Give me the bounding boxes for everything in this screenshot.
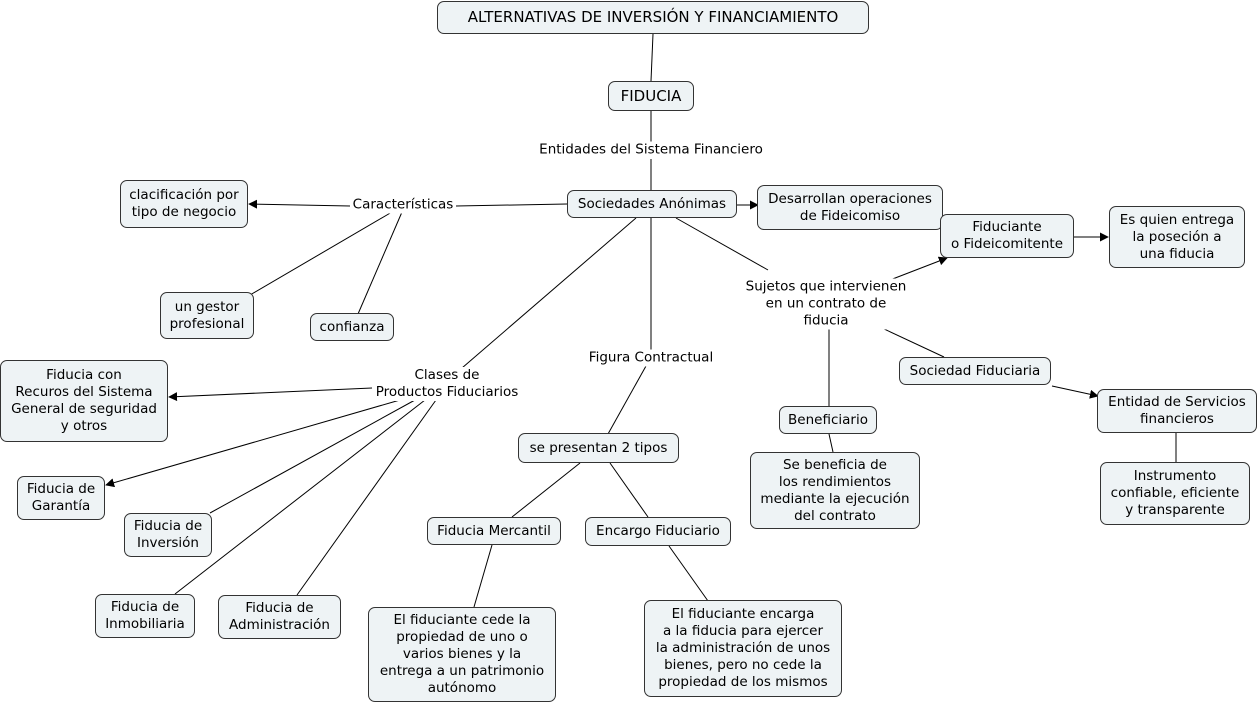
beneficiario-node[interactable]: Beneficiario xyxy=(779,406,877,434)
gestor-node[interactable]: un gestor profesional xyxy=(160,292,254,339)
label-entidades: Entidades del Sistema Financiero xyxy=(537,141,765,159)
label-sujetos: Sujetos que intervienen en un contrato d… xyxy=(743,278,909,330)
sociedades-node[interactable]: Sociedades Anónimas xyxy=(567,190,737,218)
label-figura: Figura Contractual xyxy=(586,349,716,367)
link-title-fiducia xyxy=(650,33,654,82)
presentan-node[interactable]: se presentan 2 tipos xyxy=(518,433,679,463)
desarrollan-node[interactable]: Desarrollan operaciones de Fideicomiso xyxy=(757,185,943,230)
link-clases-inmobiliaria xyxy=(174,399,426,595)
link-caracteristicas-gestor xyxy=(249,211,393,296)
fiducia-mercantil-node[interactable]: Fiducia Mercantil xyxy=(427,517,561,545)
sociedad-fiduciaria-node[interactable]: Sociedad Fiduciaria xyxy=(899,357,1051,385)
link-sociedades-caracteristicas xyxy=(455,203,568,207)
link-beneficiario-beneficia xyxy=(828,433,834,453)
entidad-servicios-node[interactable]: Entidad de Servicios financieros xyxy=(1097,389,1257,433)
link-presentan-mercantil xyxy=(511,462,581,518)
recursos-node[interactable]: Fiducia con Recuros del Sistema General … xyxy=(0,360,168,442)
garantia-node[interactable]: Fiducia de Garantía xyxy=(17,476,105,520)
link-socfiduciaria-entidad xyxy=(1051,385,1099,399)
link-sujetos-fiduciante xyxy=(889,256,948,281)
link-sujetos-socfiduciaria xyxy=(881,327,945,358)
label-clases: Clases de Productos Fiduciarios xyxy=(373,367,521,401)
link-clases-administracion xyxy=(296,399,437,596)
link-caracteristicas-confianza xyxy=(357,211,403,315)
encargo-desc-node[interactable]: El fiduciante encarga a la fiducia para … xyxy=(644,600,842,697)
clasificacion-node[interactable]: clacificación por tipo de negocio xyxy=(120,180,248,228)
link-mercantil-desc xyxy=(473,544,493,608)
mercantil-desc-node[interactable]: El fiduciante cede la propiedad de uno o… xyxy=(368,607,556,702)
instrumento-node[interactable]: Instrumento confiable, eficiente y trans… xyxy=(1100,462,1250,525)
beneficia-node[interactable]: Se beneficia de los rendimientos mediant… xyxy=(750,452,920,529)
entrega-node[interactable]: Es quien entrega la poseción a una fiduc… xyxy=(1109,206,1245,268)
link-presentan-encargo xyxy=(609,462,649,518)
label-caracteristicas: Características xyxy=(350,196,456,214)
link-sociedades-clases xyxy=(461,217,637,369)
link-sociedades-sujetos xyxy=(675,217,769,271)
confianza-node[interactable]: confianza xyxy=(310,313,394,341)
encargo-fiduciario-node[interactable]: Encargo Fiduciario xyxy=(585,517,731,546)
fiduciante-node[interactable]: Fiduciante o Fideicomitente xyxy=(940,214,1074,258)
link-encargo-desc xyxy=(668,545,709,602)
link-clases-garantia xyxy=(105,399,401,488)
link-caracteristicas-clasificacion xyxy=(248,199,351,209)
title-node[interactable]: ALTERNATIVAS DE INVERSIÓN Y FINANCIAMIEN… xyxy=(437,1,869,34)
administracion-node[interactable]: Fiducia de Administración xyxy=(218,595,341,639)
inversion-node[interactable]: Fiducia de Inversión xyxy=(124,513,212,557)
inmobiliaria-node[interactable]: Fiducia de Inmobiliaria xyxy=(95,594,195,638)
fiducia-node[interactable]: FIDUCIA xyxy=(608,81,694,111)
link-clases-recursos xyxy=(168,387,373,402)
link-clases-inversion xyxy=(209,399,416,514)
link-figura-presentan xyxy=(607,365,647,435)
